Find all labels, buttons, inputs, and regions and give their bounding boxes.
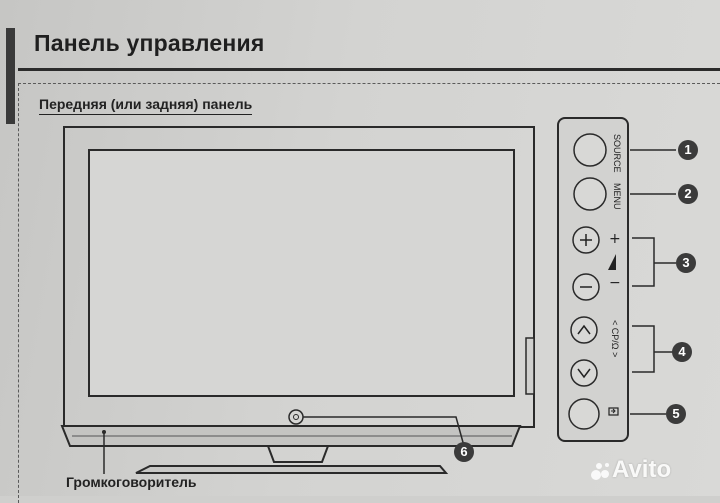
source-label: SOURCE <box>612 134 622 173</box>
dashed-frame <box>18 83 720 503</box>
minus-label: − <box>609 275 621 291</box>
side-button-bump <box>525 337 535 395</box>
channel-label: < CP/Ω > <box>610 320 620 358</box>
callout-4: 4 <box>672 342 692 362</box>
callout-1: 1 <box>678 140 698 160</box>
avito-logo-icon <box>591 463 609 480</box>
callout-3: 3 <box>676 253 696 273</box>
ch-down-button-shape <box>570 359 598 387</box>
avito-watermark: Avito <box>612 456 672 483</box>
title-divider <box>18 68 720 71</box>
callout-5: 5 <box>666 404 686 424</box>
subsection-title: Передняя (или задняя) панель <box>39 96 253 115</box>
speaker-label: Громкоговоритель <box>66 474 197 490</box>
callout-2: 2 <box>678 184 698 204</box>
section-marker-bar <box>6 28 15 124</box>
plus-label: + <box>609 231 621 247</box>
callout-6: 6 <box>454 442 474 462</box>
menu-label: MENU <box>612 183 622 210</box>
source-button-shape <box>573 133 607 167</box>
stand-base <box>135 465 449 474</box>
section-title: Панель управления <box>34 30 265 56</box>
volume-wedge-icon <box>608 254 616 270</box>
stand-neck <box>267 445 329 463</box>
ch-up-button-shape <box>570 316 598 344</box>
power-indicator <box>288 409 304 425</box>
input-button-shape <box>568 398 600 430</box>
tv-screen <box>88 149 515 397</box>
menu-button-shape <box>573 177 607 211</box>
input-icon <box>608 407 619 416</box>
